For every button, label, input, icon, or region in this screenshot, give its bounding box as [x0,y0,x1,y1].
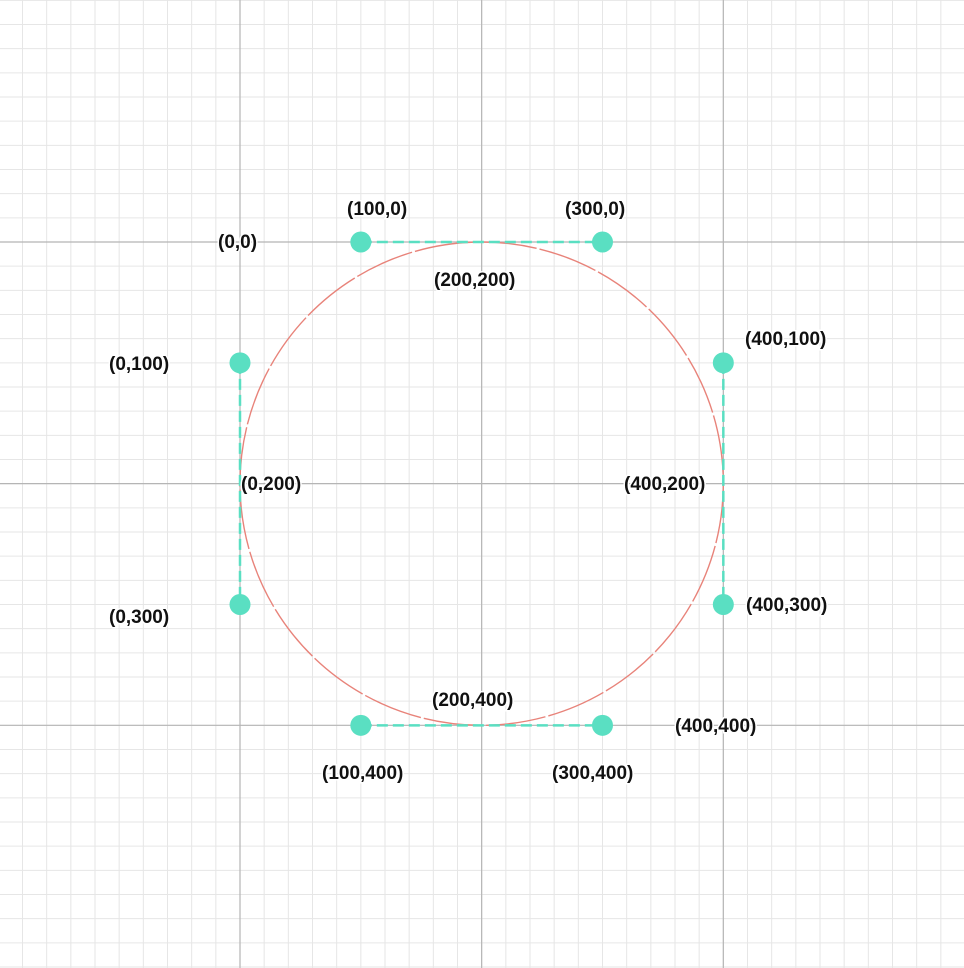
label-0-100: (0,100) [109,354,169,375]
coordinate-labels: (100,0) (300,0) (0,0) (200,200) (0,100) … [108,198,829,786]
label-300-0: (300,0) [565,199,625,220]
control-point-p-300-0 [591,231,613,253]
label-400-400: (400,400) [675,716,756,737]
control-point-p-100-400 [350,714,372,736]
control-point-p-0-300 [229,593,251,615]
control-point-p-100-0 [350,231,372,253]
label-0-0: (0,0) [218,232,257,253]
label-0-200: (0,200) [241,474,301,495]
control-points [229,231,734,736]
label-100-0: (100,0) [347,199,407,220]
control-point-p-0-100 [229,352,251,374]
label-100-400: (100,400) [322,763,403,784]
label-400-100: (400,100) [745,329,826,350]
control-point-p-400-300 [712,593,734,615]
label-0-300: (0,300) [109,607,169,628]
control-segments [238,240,725,727]
label-400-200: (400,200) [624,474,705,495]
control-point-p-300-400 [591,714,613,736]
control-point-p-400-100 [712,352,734,374]
label-200-200: (200,200) [434,270,515,291]
label-300-400: (300,400) [552,763,633,784]
label-200-400: (200,400) [432,690,513,711]
label-400-300: (400,300) [746,595,827,616]
